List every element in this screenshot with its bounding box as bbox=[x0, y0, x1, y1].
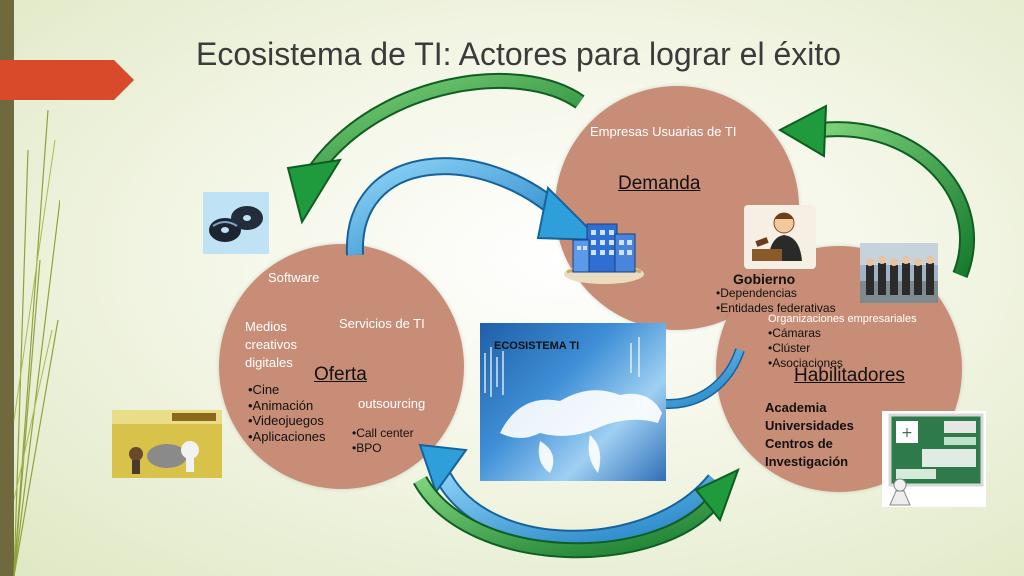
slide-title: Ecosistema de TI: Actores para lograr el… bbox=[196, 36, 842, 72]
world-map-icon: ECOSISTEMA TI bbox=[480, 323, 666, 481]
svg-text:+: + bbox=[901, 425, 913, 441]
title-tab bbox=[0, 60, 134, 100]
org-list: •Cámaras •Clúster •Asociaciones bbox=[768, 326, 843, 371]
outsourcing-item: •BPO bbox=[352, 441, 382, 455]
medios-line: creativos bbox=[245, 337, 298, 352]
org-item: •Clúster bbox=[768, 341, 811, 355]
movie-poster-icon bbox=[112, 410, 222, 478]
media-item: •Animación bbox=[248, 397, 314, 413]
building-icon bbox=[564, 223, 644, 284]
group-photo-icon bbox=[860, 243, 938, 303]
medios-line: Medios bbox=[245, 319, 287, 334]
outsourcing-list: •Call center •BPO bbox=[352, 426, 414, 456]
green-arrow-bottom bbox=[413, 468, 740, 559]
servicios-label: Servicios de TI bbox=[339, 316, 425, 331]
academia-item: Investigación bbox=[765, 454, 849, 469]
discs-icon bbox=[203, 192, 269, 254]
demanda-caption: Empresas Usuarias de TI bbox=[590, 124, 737, 139]
medios-label: Medios creativos digitales bbox=[245, 318, 297, 372]
green-arrow-top-left bbox=[286, 73, 585, 225]
presentation-board-icon: + bbox=[882, 411, 986, 507]
media-item: •Videojuegos bbox=[248, 413, 324, 428]
media-item: •Aplicaciones bbox=[248, 428, 326, 444]
center-label: ECOSISTEMA TI bbox=[494, 340, 580, 352]
side-bar bbox=[0, 0, 14, 576]
org-item: •Cámaras bbox=[768, 326, 821, 340]
media-item: •Cine bbox=[248, 382, 280, 397]
outsourcing-label: outsourcing bbox=[358, 396, 426, 411]
org-item: •Asociaciones bbox=[768, 356, 843, 370]
habilitadores-heading: Habilitadores bbox=[794, 365, 905, 386]
gobierno-list: •Dependencias •Entidades federativas bbox=[716, 286, 836, 316]
org-label: Organizaciones empresariales bbox=[768, 313, 917, 325]
academia-item: Centros de bbox=[765, 436, 833, 451]
demanda-heading: Demanda bbox=[618, 173, 701, 194]
oferta-heading: Oferta bbox=[314, 364, 367, 385]
gobierno-label: Gobierno bbox=[733, 271, 796, 287]
judge-icon bbox=[744, 205, 816, 269]
academia-item: Academia bbox=[765, 400, 827, 415]
medios-line: digitales bbox=[245, 355, 293, 370]
academia-list: Academia Universidades Centros de Invest… bbox=[765, 399, 854, 471]
academia-item: Universidades bbox=[765, 418, 854, 433]
gobierno-item: •Dependencias bbox=[716, 286, 797, 300]
decorative-lines bbox=[13, 109, 60, 576]
software-label: Software bbox=[268, 270, 320, 285]
gobierno-item: •Entidades federativas bbox=[716, 301, 836, 315]
media-list: •Cine •Animación •Videojuegos •Aplicacio… bbox=[248, 382, 326, 444]
outsourcing-item: •Call center bbox=[352, 426, 414, 440]
